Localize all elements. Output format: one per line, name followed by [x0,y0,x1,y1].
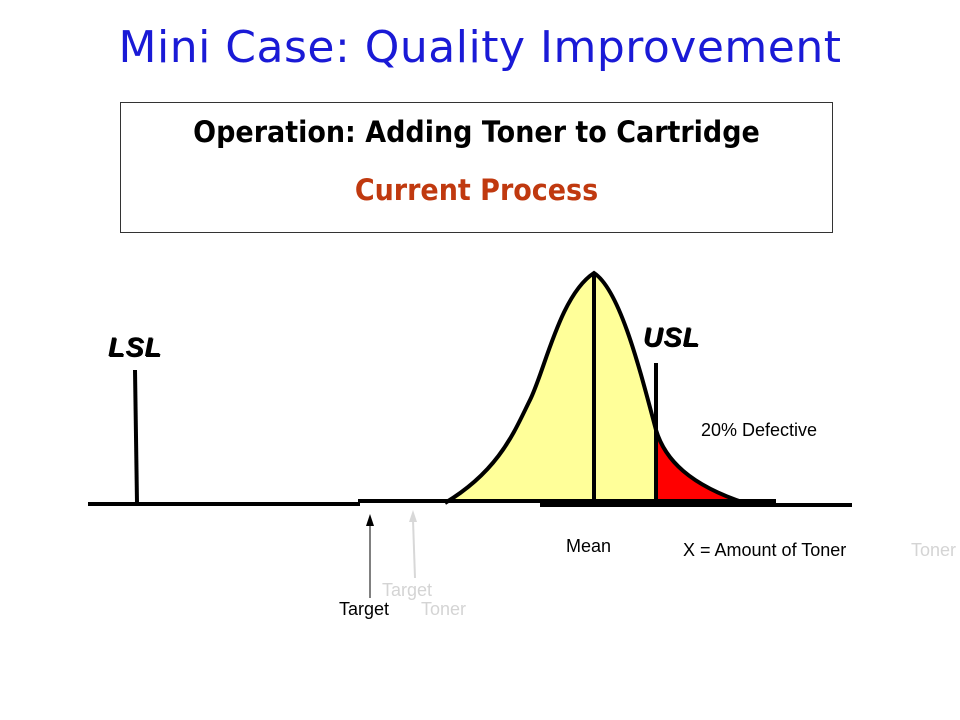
lsl-line [133,369,139,504]
usl-label: USL [643,322,700,352]
operation-box: Operation: Adding Toner to Cartridge Cur… [120,102,833,233]
target-ghost-upper-label: Target [382,580,433,600]
slide-title: Mini Case: Quality Improvement [118,22,842,73]
target-label: Target [339,599,390,619]
x-axis-label: X = Amount of Toner [683,540,847,560]
x-axis-ghost-label: Toner [911,540,957,560]
defective-region [656,430,745,503]
process-heading: Current Process [354,173,599,207]
target-arrow-head [366,514,374,526]
operation-heading: Operation: Adding Toner to Cartridge [193,115,760,149]
ghost-target-arrow-shaft [412,519,416,579]
lsl-label: LSL [108,332,162,362]
mean-label: Mean [566,536,612,556]
target-ghost-lower-label: Toner [421,599,467,619]
ghost-target-arrow-head [409,510,417,522]
distribution-curve-fill [445,273,656,503]
defective-label: 20% Defective [701,420,818,440]
